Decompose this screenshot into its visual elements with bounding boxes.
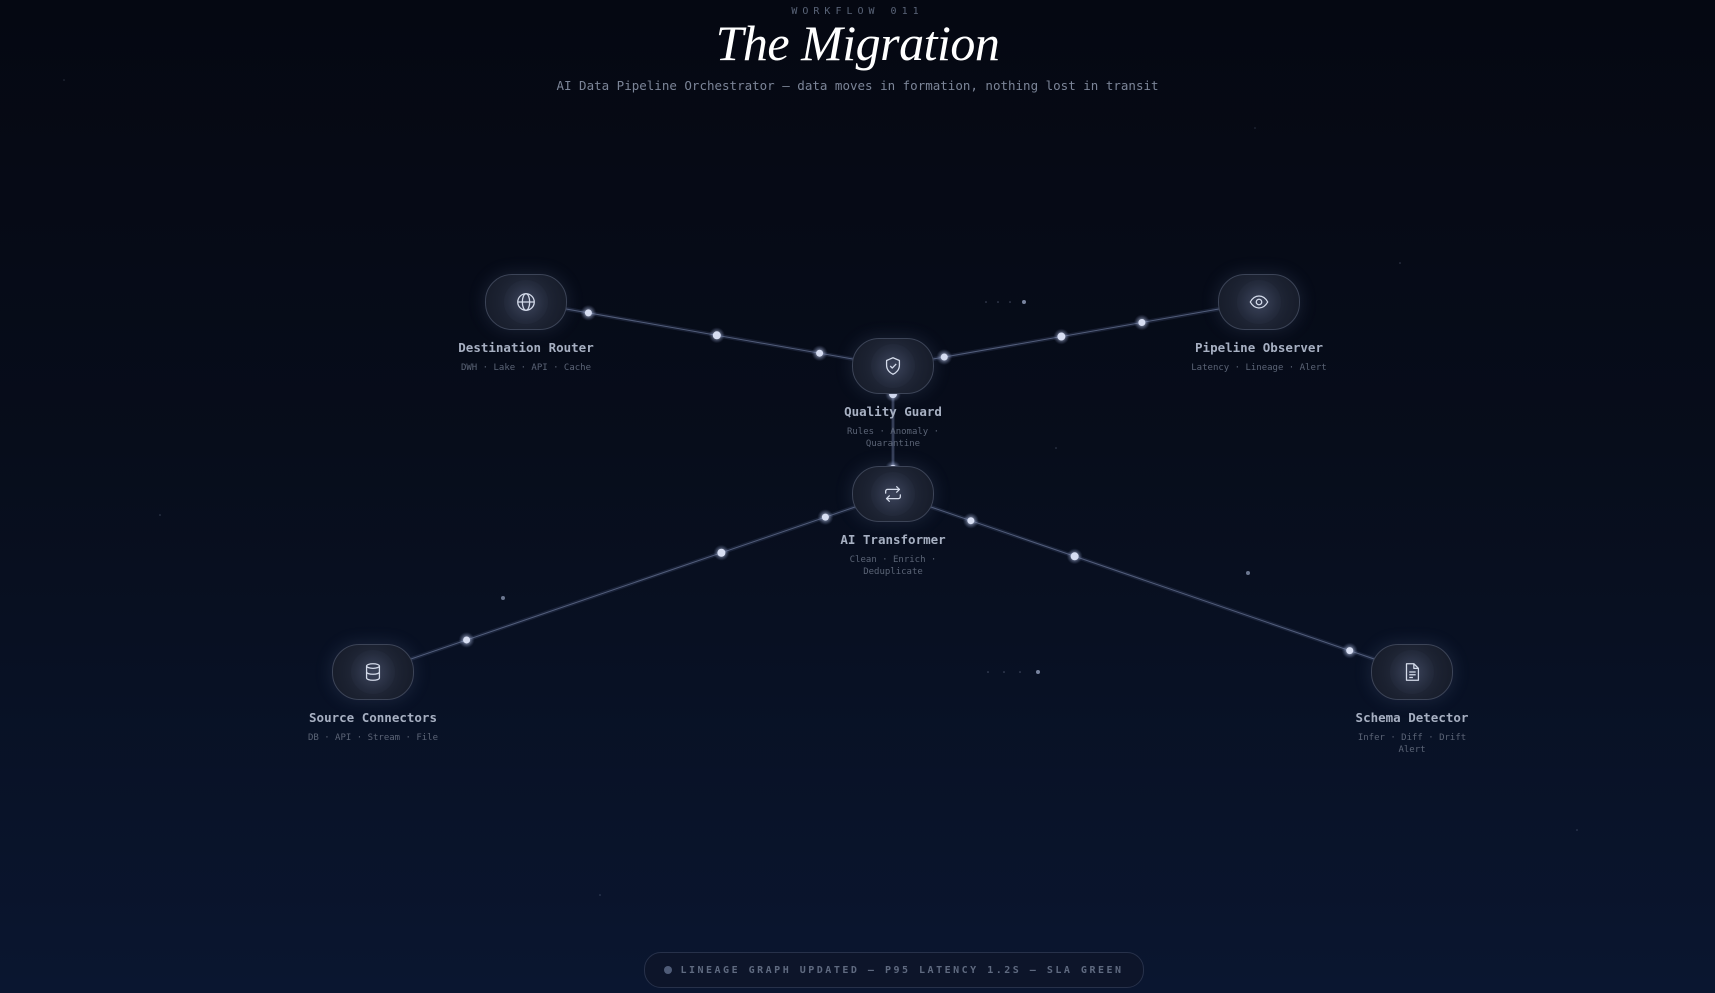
document-icon [1405,663,1420,681]
data-particle [1057,332,1066,341]
node-description: Infer · Diff · Drift Alert [1357,733,1467,755]
eye-icon [1249,295,1269,309]
node-label: Quality Guard [844,404,942,419]
edge-schema-detector-to-ai-transformer [892,493,1413,673]
background-stars [63,79,1578,896]
node-source-connectors[interactable]: Source Connectors DB · API · Stream · Fi… [303,644,443,744]
data-particle [940,353,948,361]
data-particle [1138,318,1146,326]
node-description: Clean · Enrich · Deduplicate [849,555,937,577]
quality-guard-badge[interactable] [852,338,934,394]
edge-quality-guard-to-pipeline-observer [892,301,1260,367]
database-icon [365,663,381,681]
node-label: Pipeline Observer [1195,340,1323,355]
data-particle [584,309,592,317]
node-schema-detector[interactable]: Schema Detector Infer · Diff · Drift Ale… [1342,644,1482,756]
node-description: Latency · Lineage · Alert [1191,363,1327,373]
node-label: Source Connectors [309,710,437,725]
workflow-eyebrow: WORKFLOW 011 [791,6,924,17]
status-dot-icon [664,966,673,974]
status-text: LINEAGE GRAPH UPDATED — P95 LATENCY 1.2S… [680,964,1124,976]
status-bar: LINEAGE GRAPH UPDATED — P95 LATENCY 1.2S… [644,952,1144,988]
ai-transformer-badge[interactable] [852,466,934,522]
node-pipeline-observer[interactable]: Pipeline Observer Latency · Lineage · Al… [1189,274,1329,374]
page-subtitle: AI Data Pipeline Orchestrator — data mov… [556,78,1159,93]
node-label: AI Transformer [840,532,946,547]
node-description: DWH · Lake · API · Cache [460,363,592,373]
edge-source-connectors-to-ai-transformer [372,493,894,673]
node-ai-transformer[interactable]: AI Transformer Clean · Enrich · Deduplic… [823,466,963,578]
node-description: DB · API · Stream · File [307,733,439,743]
node-quality-guard[interactable]: Quality Guard Rules · Anomaly · Quaranti… [823,338,963,450]
source-connectors-badge[interactable] [332,644,414,700]
node-description: Rules · Anomaly · Quarantine [846,427,940,449]
shield-check-icon [885,357,901,375]
node-destination-router[interactable]: Destination Router DWH · Lake · API · Ca… [456,274,596,374]
data-particle [967,517,975,525]
data-particle [463,636,471,644]
data-particle [712,331,721,340]
destination-router-badge[interactable] [485,274,567,330]
node-label: Destination Router [458,340,594,355]
pipeline-observer-badge[interactable] [1218,274,1300,330]
data-particle [821,513,829,521]
node-label: Schema Detector [1355,710,1469,725]
data-particle [816,349,824,357]
data-particle [1346,647,1354,655]
data-particle [1070,552,1079,561]
page-title: The Migration [715,15,1000,71]
schema-detector-badge[interactable] [1371,644,1453,700]
repeat-arrows-icon [885,486,901,502]
globe-icon [517,293,535,311]
data-particle [717,548,726,557]
